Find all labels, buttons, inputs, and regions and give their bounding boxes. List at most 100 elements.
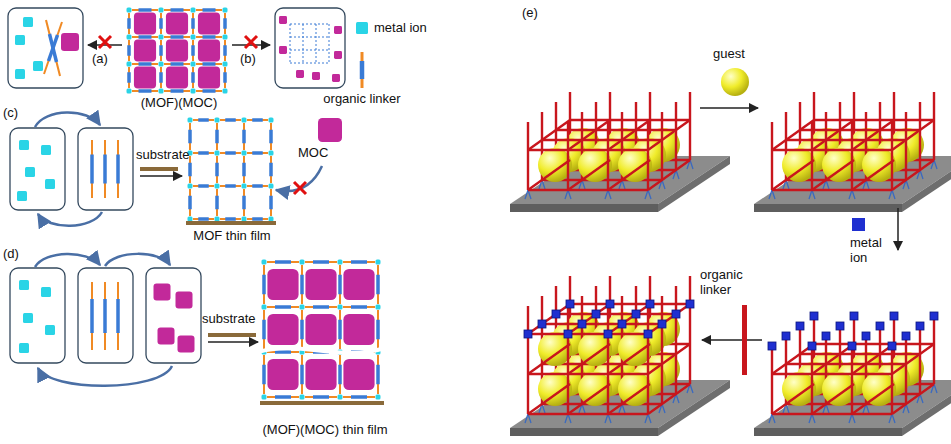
metal-node (822, 332, 830, 340)
framework-bar (772, 160, 814, 190)
arrow (700, 107, 758, 109)
container-box (275, 8, 345, 88)
metal-ion (242, 151, 247, 156)
framework-bar (528, 189, 648, 191)
moc-cage (198, 12, 220, 34)
framework-bar (905, 112, 907, 180)
linker-core (191, 45, 195, 56)
label: metal ion (850, 236, 890, 266)
framework-bar (771, 346, 773, 414)
metal-ion (159, 89, 164, 94)
linker-core (203, 35, 216, 39)
label: (a) (92, 52, 118, 67)
metal-node (848, 342, 856, 350)
linker-core (171, 8, 184, 12)
framework-bar (556, 313, 676, 315)
label: MOF thin film (182, 229, 282, 244)
anchor (525, 414, 531, 423)
framework-bar (892, 384, 934, 414)
anchor (809, 190, 815, 199)
linker-core (191, 72, 195, 83)
linker-end (128, 67, 130, 88)
framework-bar (527, 122, 529, 190)
anchor (645, 190, 651, 199)
linker-end (224, 67, 226, 88)
framework-bar (542, 139, 662, 141)
metal-ion (159, 62, 164, 67)
framework-bar (919, 326, 921, 394)
framework-bar (892, 344, 934, 374)
metal-ion (262, 260, 267, 265)
framework-bar (542, 323, 662, 325)
linker-core (360, 61, 365, 79)
framework-bar (919, 102, 921, 170)
framework-bar (608, 160, 650, 190)
metal-ion (45, 179, 55, 189)
linker-core (223, 72, 227, 83)
linker-end (220, 185, 241, 187)
metal-ion (215, 151, 220, 156)
linker-core (313, 305, 329, 309)
metal-ion (45, 325, 55, 335)
moc-cage (134, 66, 156, 88)
dashed-grid (329, 24, 330, 63)
linker-core (50, 34, 57, 62)
framework-bar (852, 160, 894, 190)
linker-core (215, 130, 219, 144)
linker-core (252, 118, 263, 122)
framework-bar (852, 120, 894, 150)
metal-ion-cube (852, 218, 865, 231)
linker-end (270, 123, 272, 150)
metal-node (686, 300, 694, 308)
metal-ion (269, 118, 274, 123)
metal-ion (23, 17, 33, 27)
metal-node (632, 310, 640, 318)
label: (e) (522, 6, 552, 21)
metal-node (644, 330, 652, 338)
anchor (645, 414, 651, 423)
anchor (605, 414, 611, 423)
metal-ion (338, 305, 343, 310)
linker-core (171, 35, 184, 39)
metal-ion (356, 22, 368, 34)
metal-ion (127, 62, 132, 67)
framework-bar (570, 303, 690, 305)
substrate-edge (510, 428, 658, 436)
framework-bar (771, 122, 773, 190)
linker-end (267, 261, 299, 263)
label: (c) (3, 106, 29, 121)
linker-core (116, 155, 120, 184)
metal-node (604, 330, 612, 338)
framework-bar (772, 413, 892, 415)
framework-bar (648, 344, 690, 374)
linker-end (193, 185, 214, 187)
framework-bar (528, 160, 570, 190)
label: organic linker (700, 268, 756, 298)
metal-ion (41, 145, 51, 155)
anchor (769, 190, 775, 199)
linker-end (343, 306, 375, 308)
metal-ion (127, 89, 132, 94)
linker-end (216, 189, 218, 216)
label: guest (713, 47, 763, 62)
linker-core (171, 62, 184, 66)
linker-end (196, 36, 222, 38)
linker-core (252, 217, 263, 221)
linker-end (160, 40, 162, 61)
linker-core (275, 305, 291, 309)
metal-node (808, 342, 816, 350)
anchor (889, 190, 895, 199)
substrate-edge (754, 428, 902, 436)
linker-end (263, 310, 265, 349)
metal-node (902, 332, 910, 340)
framework-bar (527, 306, 529, 414)
label: substrate (136, 148, 206, 163)
linker-end (196, 9, 222, 11)
linker-core (376, 320, 380, 340)
linker-end (132, 9, 158, 11)
metal-node (810, 312, 818, 320)
linker-core (188, 130, 192, 144)
metal-node (606, 300, 614, 308)
framework-bar (786, 139, 906, 141)
